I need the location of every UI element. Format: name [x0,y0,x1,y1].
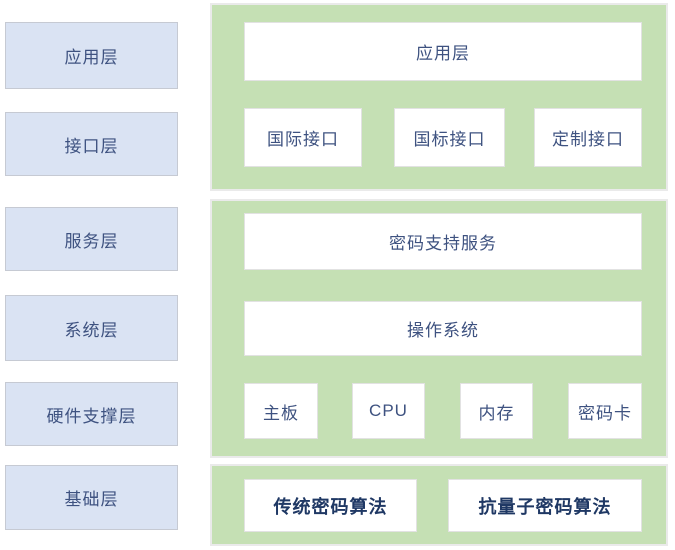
box-national-standard-interface: 国标接口 [394,108,505,167]
box-memory: 内存 [460,383,533,439]
box-crypto-card: 密码卡 [568,383,642,439]
box-operating-system: 操作系统 [244,301,642,356]
box-application-layer: 应用层 [244,22,642,81]
box-international-interface: 国际接口 [244,108,362,167]
box-post-quantum-crypto-algorithm: 抗量子密码算法 [448,479,642,532]
panel-application-interface: 应用层 国际接口 国标接口 定制接口 [210,3,668,191]
box-motherboard: 主板 [244,383,318,439]
layer-label-system: 系统层 [5,295,178,361]
panel-base-algorithms: 传统密码算法 抗量子密码算法 [210,464,668,546]
layer-label-service: 服务层 [5,207,178,271]
layer-label-interface: 接口层 [5,112,178,176]
layer-label-hardware-support: 硬件支撑层 [5,382,178,446]
layer-label-application: 应用层 [5,22,178,89]
box-cpu: CPU [352,383,425,439]
panel-service-system-hardware: 密码支持服务 操作系统 主板 CPU 内存 密码卡 [210,199,668,458]
box-traditional-crypto-algorithm: 传统密码算法 [244,479,417,532]
box-custom-interface: 定制接口 [534,108,642,167]
box-crypto-support-service: 密码支持服务 [244,213,642,270]
layer-label-base: 基础层 [5,465,178,530]
